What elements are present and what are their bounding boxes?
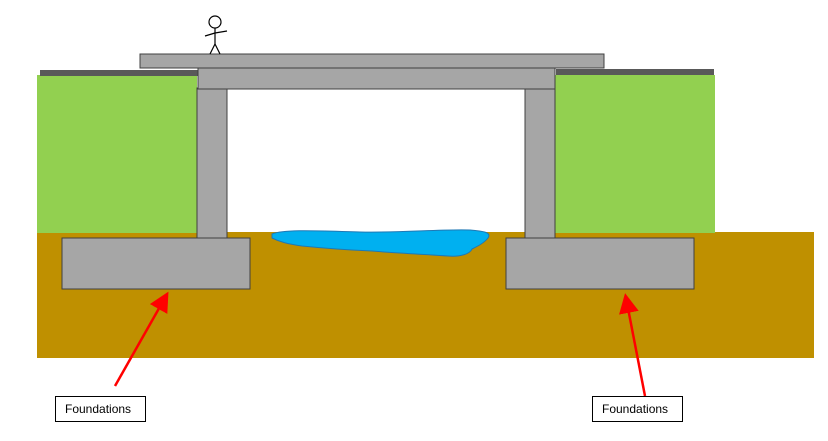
stick-figure-icon	[204, 15, 228, 55]
foundations-label-left-text: Foundations	[65, 402, 132, 416]
river-water	[271, 229, 490, 257]
foundation-right	[505, 237, 695, 290]
foundations-label-left: Foundations	[55, 396, 146, 422]
grass-bank-left	[37, 75, 197, 233]
grass-bank-right	[555, 75, 715, 233]
arrow-icon	[113, 291, 169, 387]
foundations-label-right-text: Foundations	[602, 402, 669, 416]
bridge-girder	[197, 67, 556, 90]
bridge-deck	[139, 53, 605, 69]
road-surface-right	[556, 69, 714, 75]
pier-right	[524, 87, 556, 239]
road-surface-left	[40, 70, 198, 76]
foundation-left	[61, 237, 251, 290]
arrow-icon	[619, 293, 647, 397]
foundations-label-right: Foundations	[592, 396, 683, 422]
pier-left	[196, 87, 228, 239]
